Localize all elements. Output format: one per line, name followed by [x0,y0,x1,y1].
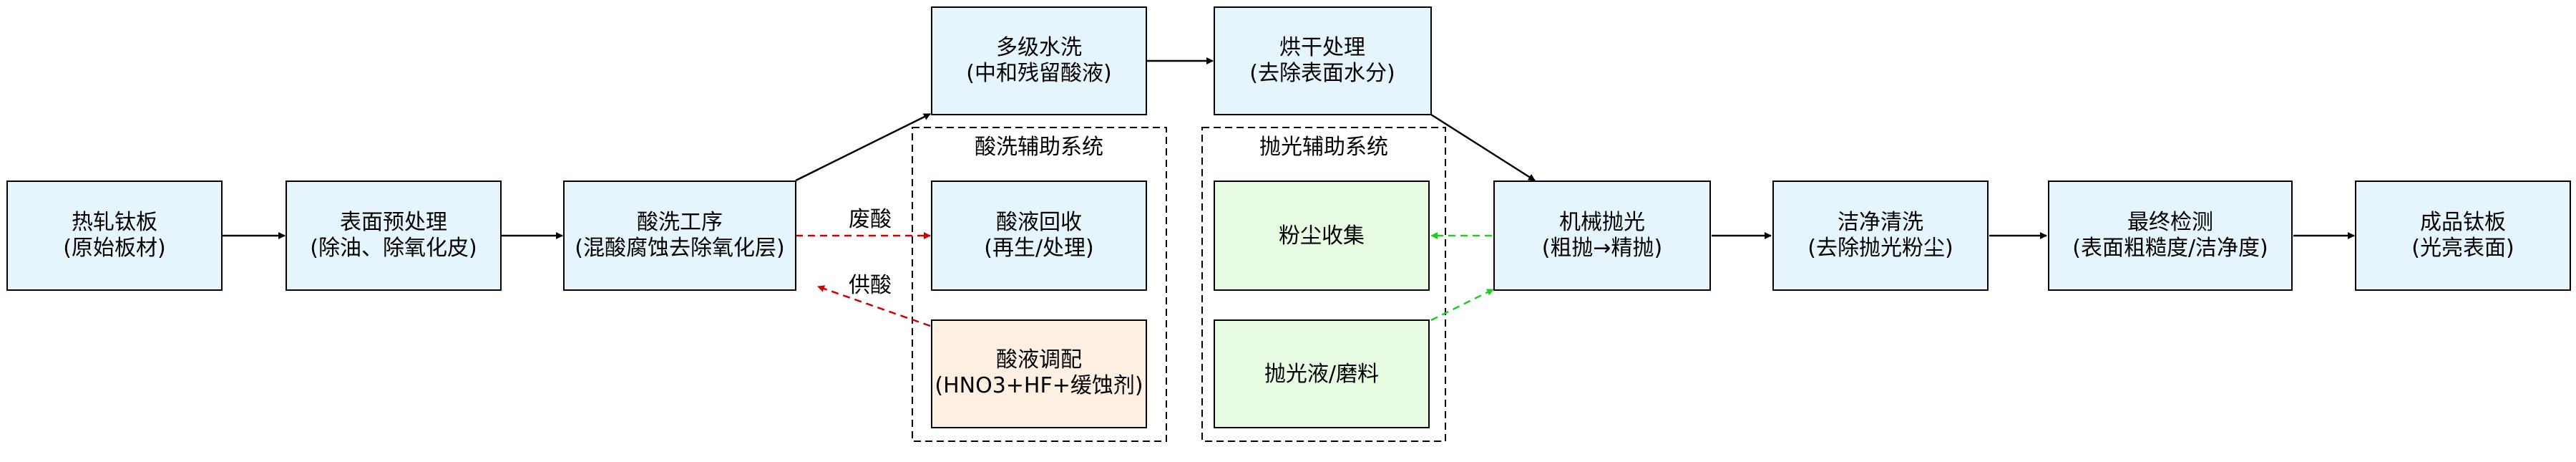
edge-label-waste-acid: 废酸 [849,207,892,232]
node-water-wash-box [931,6,1147,115]
acid-aux-cluster: 酸洗辅助系统 [912,127,1167,442]
node-mech-polish: 机械抛光 (粗抛→精抛) [1493,181,1711,291]
node-acid-recovery-box [931,181,1147,291]
node-drying-box [1214,6,1432,115]
node-inspection-title: 最终检测 [2127,210,2213,235]
node-dust-box [1214,181,1430,291]
node-pickling-subtitle: (混酸腐蚀去除氧化层) [575,236,784,261]
node-drying-subtitle: (去除表面水分) [1249,61,1395,86]
node-polish-fluid-box [1214,319,1430,428]
node-hot-rolled: 热轧钛板 (原始板材) [6,181,223,291]
acid-aux-cluster-border [912,127,1167,442]
node-water-wash: 多级水洗 (中和残留酸液) [931,6,1147,115]
edge-drying-to-mech-polish [1430,113,1536,182]
node-drying-title: 烘干处理 [1279,35,1365,60]
node-mech-polish-title: 机械抛光 [1559,210,1645,235]
node-pretreat: 表面预处理 (除油、除氧化皮) [286,181,502,291]
edge-polish-fluid-to-mech-polish [1430,288,1494,322]
node-mech-polish-box [1493,181,1711,291]
node-dust-title: 粉尘收集 [1279,223,1365,249]
node-mech-polish-subtitle: (粗抛→精抛) [1542,236,1663,261]
node-pretreat-box [286,181,502,291]
node-finished-title: 成品钛板 [2420,210,2506,235]
edges-polish [1430,232,1494,322]
node-cleaning-subtitle: (去除抛光粉尘) [1807,236,1953,261]
node-drying: 烘干处理 (去除表面水分) [1214,6,1432,115]
node-cleaning-box [1772,181,1989,291]
node-hot-rolled-title: 热轧钛板 [72,210,157,235]
node-polish-fluid: 抛光液/磨料 [1214,319,1430,428]
node-acid-mix-subtitle: (HNO3+HF+缓蚀剂) [935,373,1143,398]
node-polish-fluid-title: 抛光液/磨料 [1264,362,1379,387]
edge-pickling-to-water-wash [795,112,931,182]
node-finished-box [2355,181,2571,291]
node-pickling-title: 酸洗工序 [637,210,723,235]
node-finished-subtitle: (光亮表面) [2411,236,2514,261]
acid-aux-cluster-label: 酸洗辅助系统 [975,135,1103,160]
node-acid-mix-title: 酸液调配 [996,347,1082,372]
polish-aux-cluster-label: 抛光辅助系统 [1259,135,1388,160]
node-water-wash-title: 多级水洗 [996,35,1082,60]
node-pretreat-subtitle: (除油、除氧化皮) [310,236,477,261]
node-inspection-subtitle: (表面粗糙度/洁净度) [2072,236,2268,261]
node-acid-recovery-subtitle: (再生/处理) [984,236,1094,261]
node-water-wash-subtitle: (中和残留酸液) [966,61,1111,86]
node-pickling-box [563,181,796,291]
polish-aux-cluster-border [1201,127,1446,442]
edges-main [222,57,2355,239]
node-dust: 粉尘收集 [1214,181,1430,291]
node-acid-mix-box [931,319,1147,428]
node-acid-recovery: 酸液回收 (再生/处理) [931,181,1147,291]
edges-acid [796,232,931,327]
node-hot-rolled-subtitle: (原始板材) [63,236,165,261]
node-acid-mix: 酸液调配 (HNO3+HF+缓蚀剂) [931,319,1147,428]
node-hot-rolled-box [6,181,223,291]
node-acid-recovery-title: 酸液回收 [996,210,1082,235]
node-cleaning-title: 洁净清洗 [1838,210,1923,235]
node-inspection: 最终检测 (表面粗糙度/洁净度) [2048,181,2293,291]
node-finished: 成品钛板 (光亮表面) [2355,181,2571,291]
edge-label-supply-acid: 供酸 [849,273,892,298]
node-cleaning: 洁净清洗 (去除抛光粉尘) [1772,181,1989,291]
node-pickling: 酸洗工序 (混酸腐蚀去除氧化层) [563,181,796,291]
polish-aux-cluster: 抛光辅助系统 [1201,127,1446,442]
node-inspection-box [2048,181,2293,291]
node-pretreat-title: 表面预处理 [340,210,447,235]
edge-acid-mix-to-pickling [817,285,931,327]
